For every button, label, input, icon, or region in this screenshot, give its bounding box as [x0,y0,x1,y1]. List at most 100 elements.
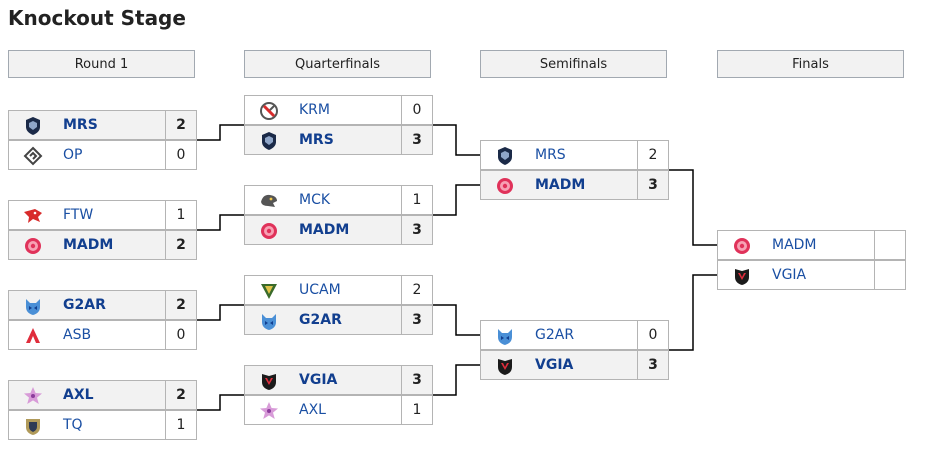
connector-sf-1 [668,169,717,246]
ftw-logo-icon [23,206,43,226]
r1-match-1-top-slot: MRS 2 [8,110,197,140]
team-score: 0 [401,96,432,124]
axl-logo-icon [23,386,43,406]
qf-match-3-top-slot: UCAM 2 [244,275,433,305]
team-name-link[interactable]: G2AR [299,312,342,328]
madm-logo-icon [732,236,752,256]
sf-match-2-top-slot: G2AR 0 [480,320,669,350]
team-score: 3 [401,366,432,394]
page-title: Knockout Stage [8,6,186,30]
connector-r1-2 [196,214,244,231]
r1-match-3-bottom-slot: ASB 0 [8,320,197,350]
vgia-logo-icon [495,356,515,376]
qf-match-1-bottom-slot: MRS 3 [244,125,433,155]
connector-r1-4 [196,394,244,411]
madm-logo-icon [259,221,279,241]
team-name-link[interactable]: MADM [772,237,817,253]
tq-logo-icon [23,416,43,436]
team-score: 2 [165,111,196,139]
team-name-link[interactable]: G2AR [63,297,106,313]
team-score: 2 [637,141,668,169]
team-name-link[interactable]: MRS [535,147,566,163]
g2ar-logo-icon [259,311,279,331]
connector-r1-1 [196,124,244,141]
team-name-link[interactable]: G2AR [535,327,575,343]
asb-logo-icon [23,326,43,346]
sf-match-2-bottom-slot: VGIA 3 [480,350,669,380]
mrs-logo-icon [259,131,279,151]
qf-match-3-bottom-slot: G2AR 3 [244,305,433,335]
team-name-link[interactable]: VGIA [299,372,338,388]
sf-match-1-top-slot: MRS 2 [480,140,669,170]
r1-match-1-bottom-slot: OP 0 [8,140,197,170]
team-score: 2 [165,291,196,319]
team-score: 1 [165,411,196,439]
team-score: 0 [637,321,668,349]
r1-match-3-top-slot: G2AR 2 [8,290,197,320]
madm-logo-icon [23,236,43,256]
team-name-link[interactable]: AXL [63,387,94,403]
qf-match-2-top-slot: MCK 1 [244,185,433,215]
team-name-link[interactable]: OP [63,147,83,163]
qf-match-1-top-slot: KRM 0 [244,95,433,125]
r1-match-4-top-slot: AXL 2 [8,380,197,410]
team-name-link[interactable]: MCK [299,192,331,208]
team-name-link[interactable]: MRS [299,132,334,148]
sf-match-1-bottom-slot: MADM 3 [480,170,669,200]
team-name-link[interactable]: AXL [299,402,326,418]
team-name-link[interactable]: MADM [299,222,350,238]
op-logo-icon [23,146,43,166]
team-score: 2 [165,231,196,259]
team-score: 0 [165,141,196,169]
team-score: 3 [637,171,668,199]
connector-qf-3 [432,304,480,336]
g2ar-logo-icon [23,296,43,316]
team-score: 2 [401,276,432,304]
g2ar-logo-icon [495,326,515,346]
team-score: 1 [401,186,432,214]
team-score: 1 [165,201,196,229]
connector-qf-1 [432,124,480,156]
round-header-quarterfinals: Quarterfinals [244,50,431,78]
krm-logo-icon [259,101,279,121]
r1-match-2-top-slot: FTW 1 [8,200,197,230]
team-name-link[interactable]: VGIA [535,357,574,373]
vgia-logo-icon [732,266,752,286]
connector-sf-2 [668,274,717,351]
mck-logo-icon [259,191,279,211]
final-match-1-top-slot: MADM [717,230,906,260]
ucam-logo-icon [259,281,279,301]
mrs-logo-icon [23,116,43,136]
connector-qf-2 [432,184,480,216]
connector-r1-3 [196,304,244,321]
qf-match-4-top-slot: VGIA 3 [244,365,433,395]
team-score [874,261,905,289]
team-score: 3 [637,351,668,379]
team-name-link[interactable]: ASB [63,327,92,343]
team-score: 0 [165,321,196,349]
mrs-logo-icon [495,146,515,166]
team-score: 3 [401,306,432,334]
madm-logo-icon [495,176,515,196]
team-name-link[interactable]: TQ [63,417,83,433]
team-name-link[interactable]: MRS [63,117,98,133]
team-score: 3 [401,126,432,154]
team-name-link[interactable]: MADM [63,237,114,253]
round-header-semifinals: Semifinals [480,50,667,78]
team-name-link[interactable]: VGIA [772,267,807,283]
vgia-logo-icon [259,371,279,391]
team-name-link[interactable]: FTW [63,207,94,223]
team-score: 2 [165,381,196,409]
round-header-round-1: Round 1 [8,50,195,78]
team-name-link[interactable]: KRM [299,102,330,118]
r1-match-2-bottom-slot: MADM 2 [8,230,197,260]
r1-match-4-bottom-slot: TQ 1 [8,410,197,440]
team-score [874,231,905,259]
team-name-link[interactable]: MADM [535,177,586,193]
team-name-link[interactable]: UCAM [299,282,341,298]
team-score: 1 [401,396,432,424]
qf-match-4-bottom-slot: AXL 1 [244,395,433,425]
axl-logo-icon [259,401,279,421]
team-score: 3 [401,216,432,244]
